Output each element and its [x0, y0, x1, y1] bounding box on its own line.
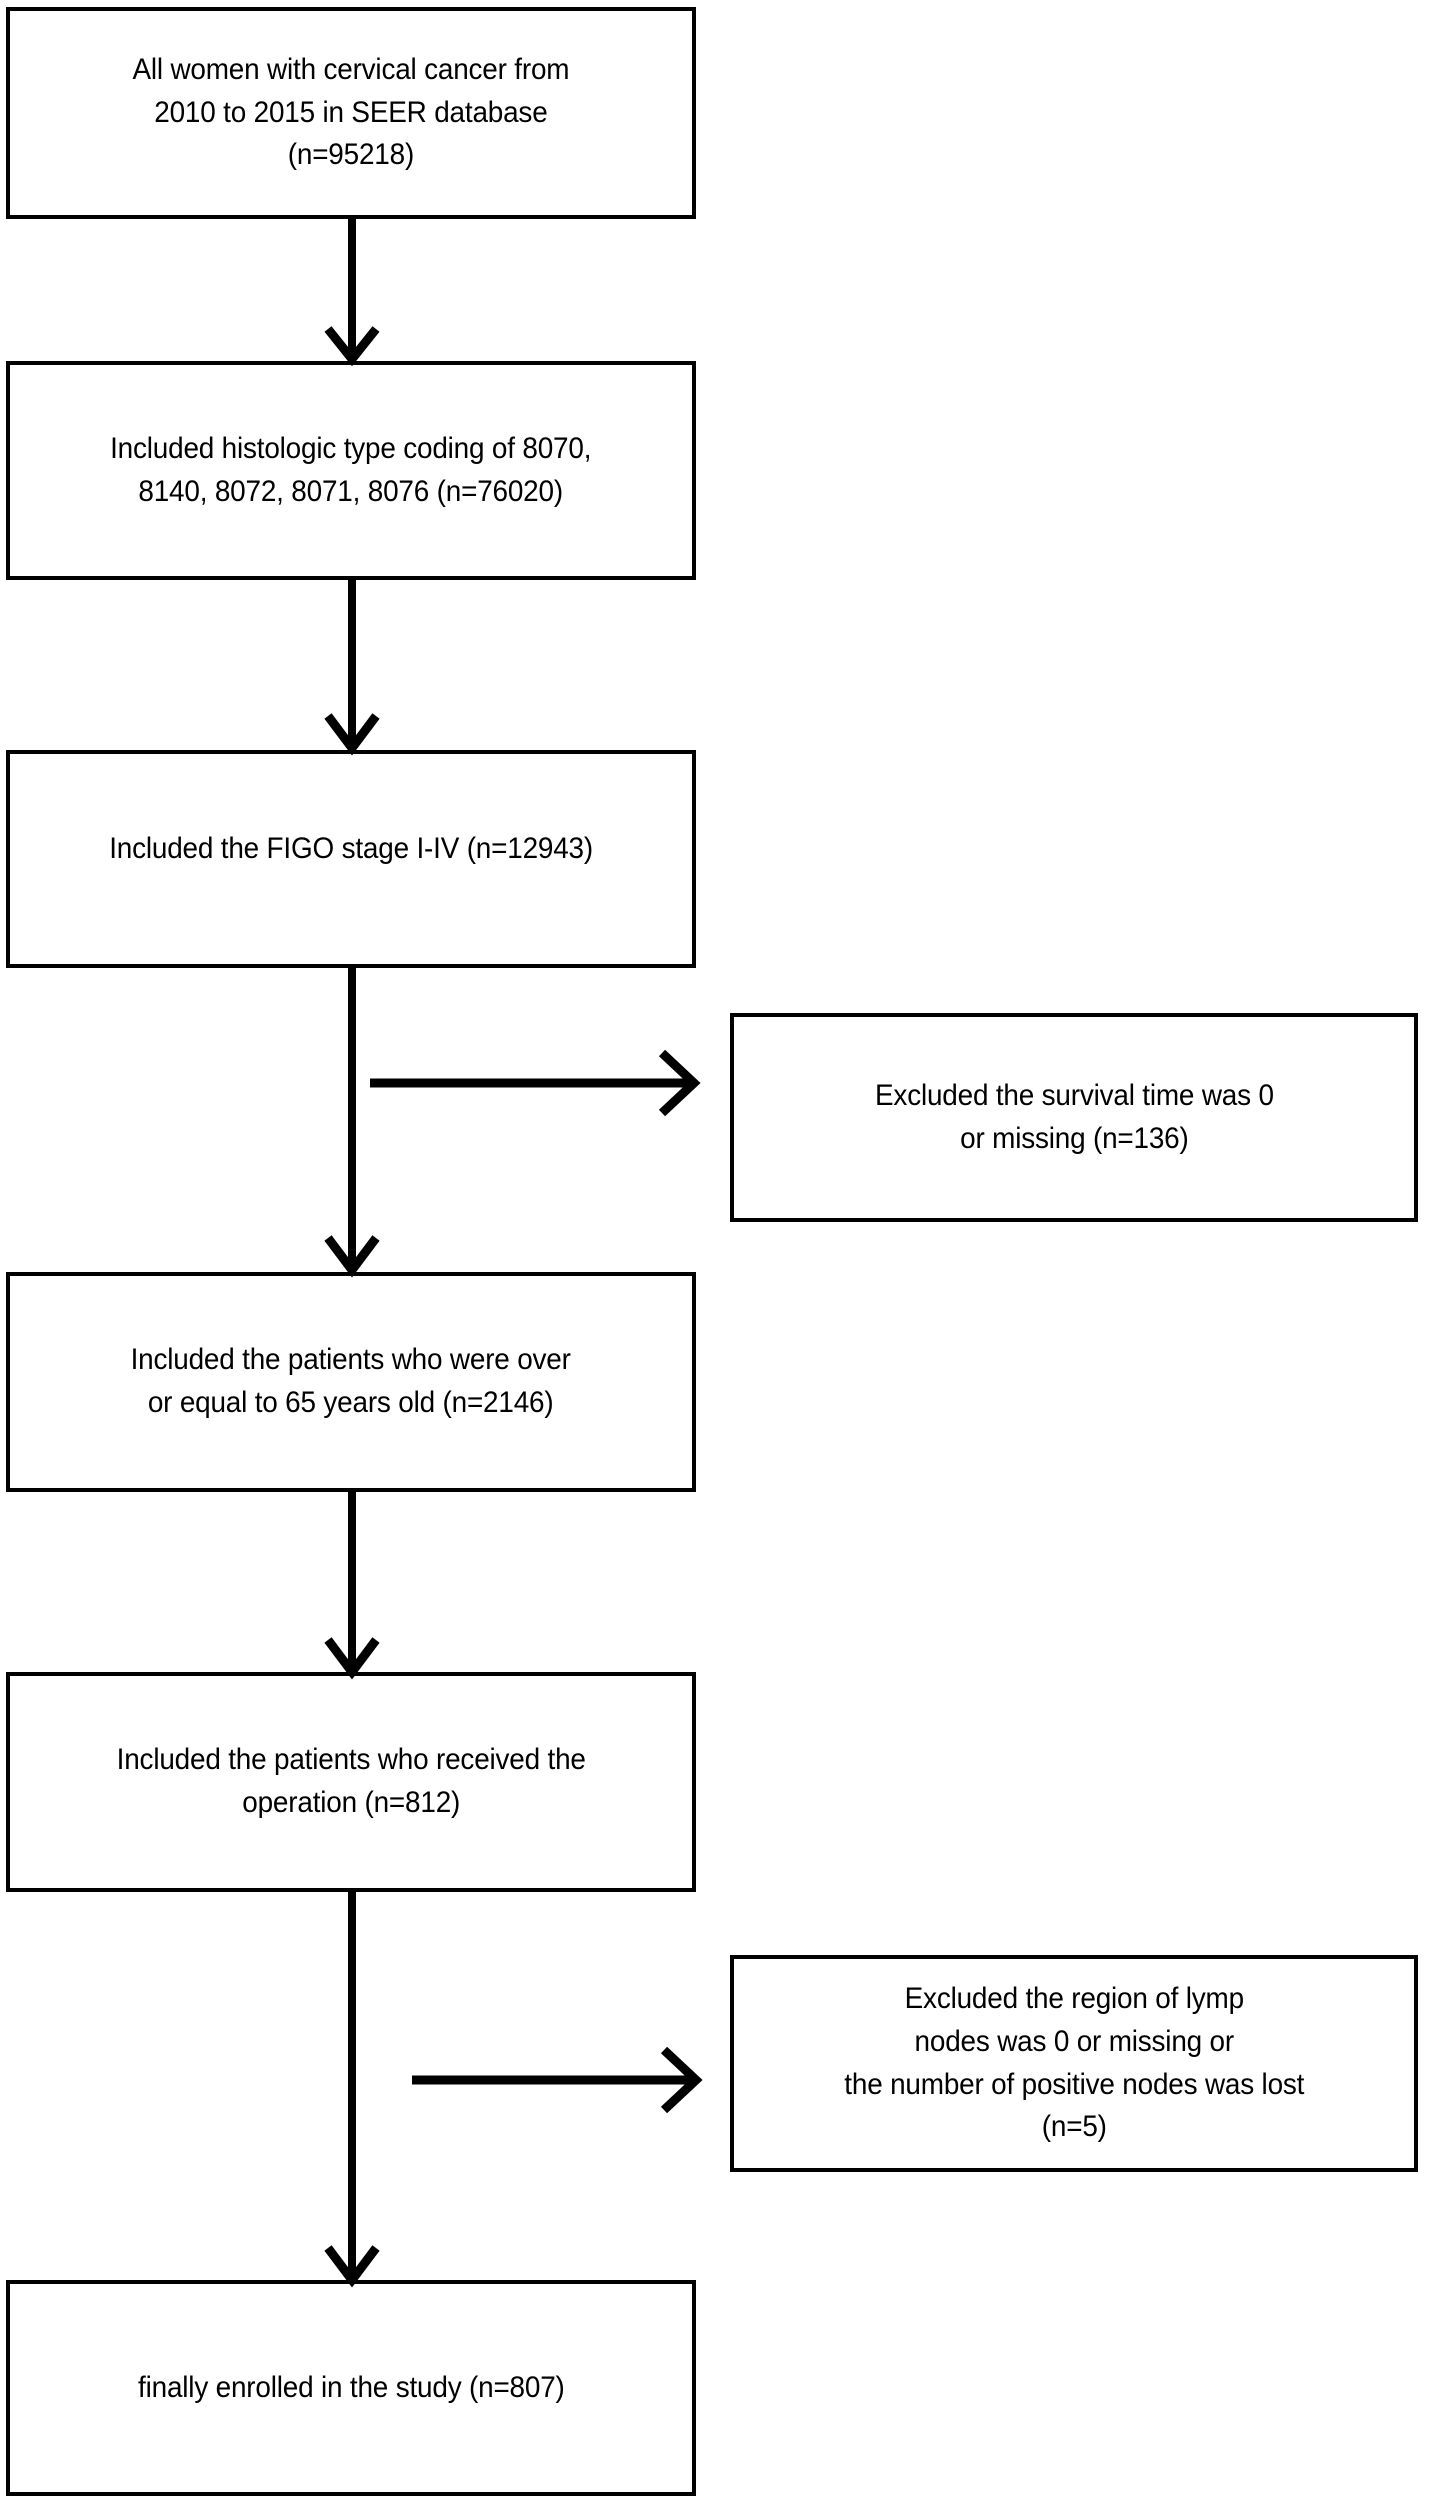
- finally-enrolled-label: finally enrolled in the study (n=807): [137, 2370, 565, 2404]
- arrow-all-women-to-histologic: [320, 219, 384, 367]
- age-over-65-box: Included the patients who were over or e…: [6, 1272, 696, 1492]
- excluded-survival-time-label: Excluded the survival time was 0 or miss…: [874, 1078, 1274, 1155]
- received-operation-label: Included the patients who received the o…: [116, 1743, 586, 1819]
- figo-stage-box: Included the FIGO stage I-IV (n=12943): [6, 750, 696, 968]
- excluded-survival-time-box: Excluded the survival time was 0 or miss…: [730, 1013, 1418, 1222]
- arrow-histologic-to-figo: [320, 580, 384, 756]
- received-operation-box: Included the patients who received the o…: [6, 1672, 696, 1892]
- arrow-age65-to-operation: [320, 1492, 384, 1680]
- histologic-type-label: Included histologic type coding of 8070,…: [110, 431, 592, 508]
- age-over-65-label: Included the patients who were over or e…: [130, 1343, 572, 1419]
- finally-enrolled-box: finally enrolled in the study (n=807): [6, 2280, 696, 2496]
- histologic-type-box: Included histologic type coding of 8070,…: [6, 361, 696, 580]
- all-women-label: All women with cervical cancer from 2010…: [132, 53, 570, 172]
- excluded-lymph-nodes-box: Excluded the region of lymp nodes was 0 …: [730, 1955, 1418, 2172]
- arrow-branch-to-excluded-nodes: [412, 2042, 703, 2118]
- all-women-box: All women with cervical cancer from 2010…: [6, 7, 696, 219]
- excluded-lymph-nodes-label: Excluded the region of lymp nodes was 0 …: [844, 1982, 1304, 2144]
- arrow-operation-to-final: [320, 1892, 384, 2288]
- figo-stage-label: Included the FIGO stage I-IV (n=12943): [109, 832, 593, 865]
- arrow-figo-to-age65: [320, 968, 384, 1278]
- arrow-branch-to-excluded-survival: [370, 1045, 701, 1121]
